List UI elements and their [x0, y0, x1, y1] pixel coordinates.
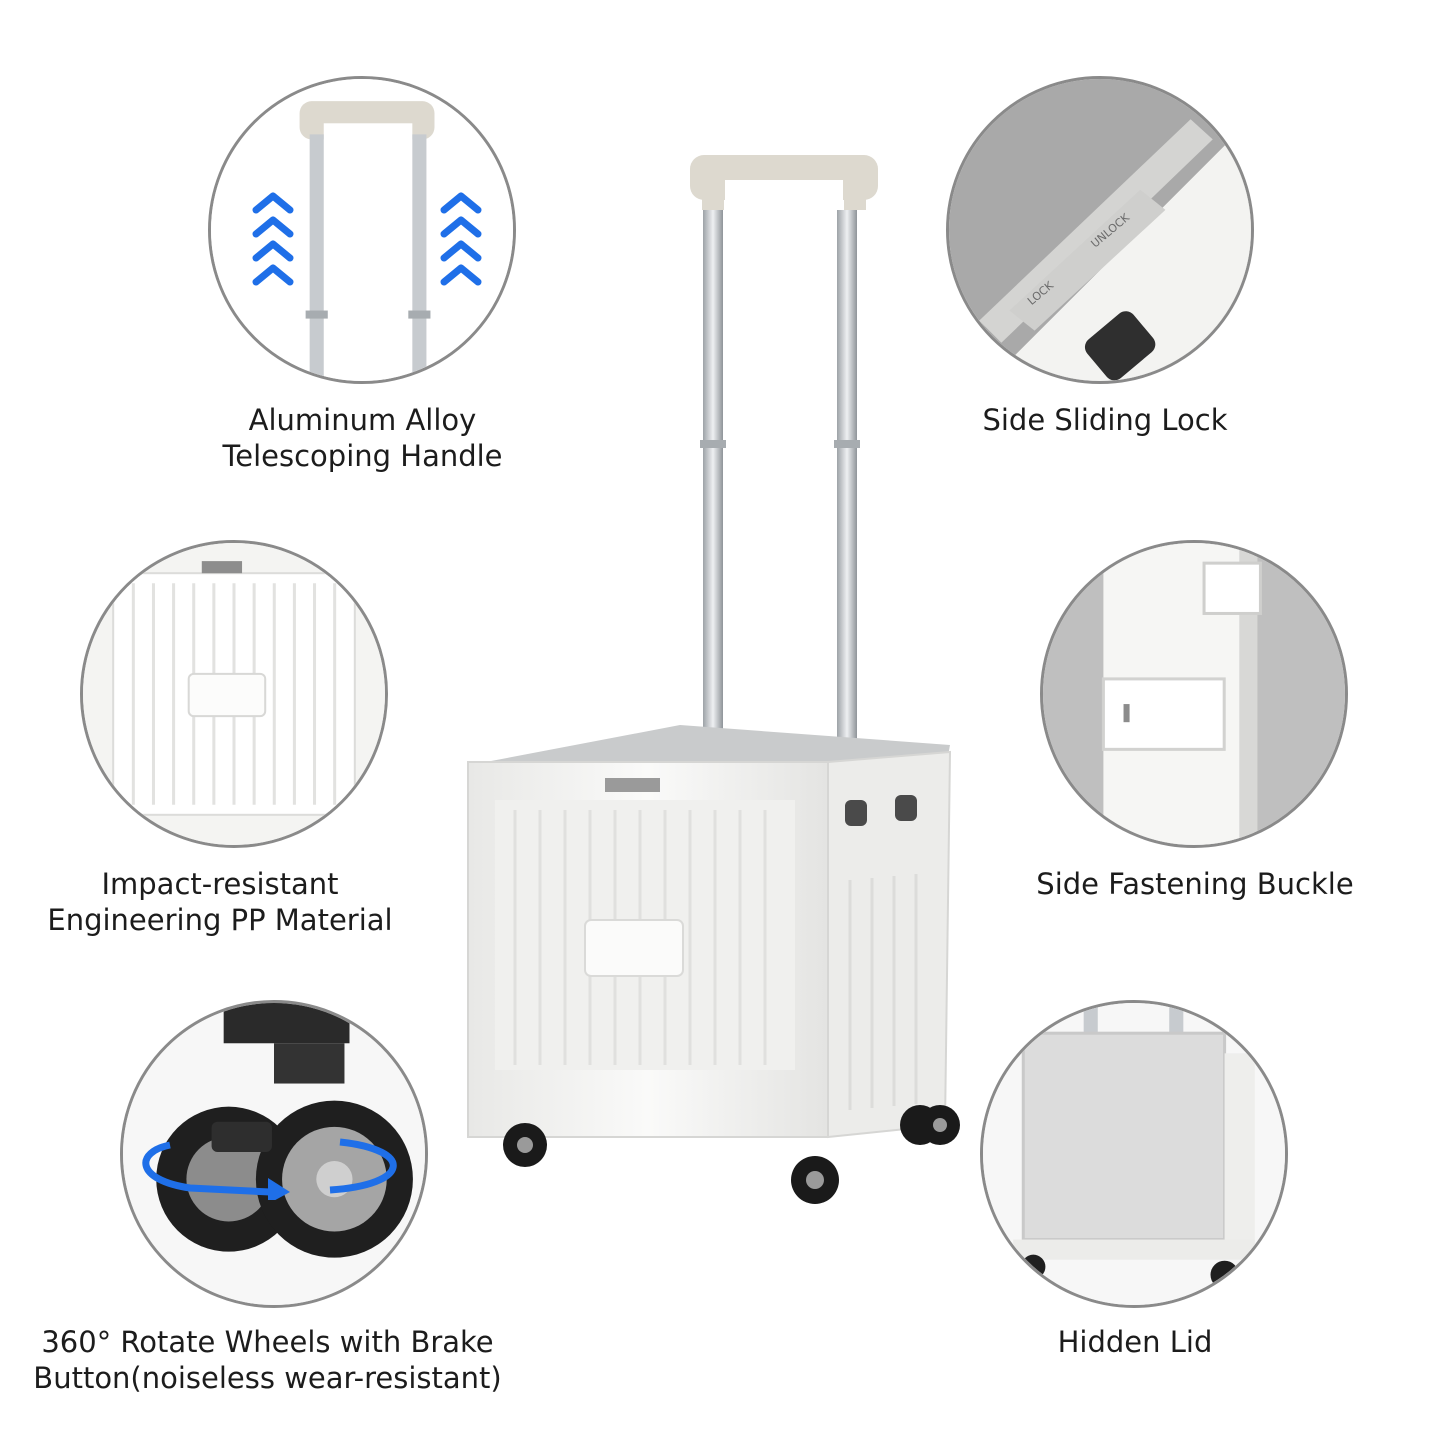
buckle-detail-image	[1040, 540, 1348, 848]
rotate-arrow-icon	[130, 1130, 420, 1204]
arrow-up-icon	[438, 190, 484, 290]
lock-detail-image: LOCK UNLOCK	[946, 76, 1254, 384]
handle-detail-image	[208, 76, 516, 384]
lid-detail-image	[980, 1000, 1288, 1308]
folding-cart-image	[440, 140, 1000, 1230]
feature-caption-wheels: 360° Rotate Wheels with Brake Button(noi…	[33, 1325, 502, 1395]
feature-caption-material: Impact-resistant Engineering PP Material	[47, 867, 393, 937]
arrow-up-icon	[250, 190, 296, 290]
feature-caption-lock: Side Sliding Lock	[982, 403, 1228, 437]
feature-caption-lid: Hidden Lid	[1057, 1325, 1213, 1359]
feature-caption-handle: Aluminum Alloy Telescoping Handle	[222, 403, 503, 473]
material-detail-image	[80, 540, 388, 848]
wheels-detail-image	[120, 1000, 428, 1308]
feature-caption-buckle: Side Fastening Buckle	[1036, 867, 1354, 901]
